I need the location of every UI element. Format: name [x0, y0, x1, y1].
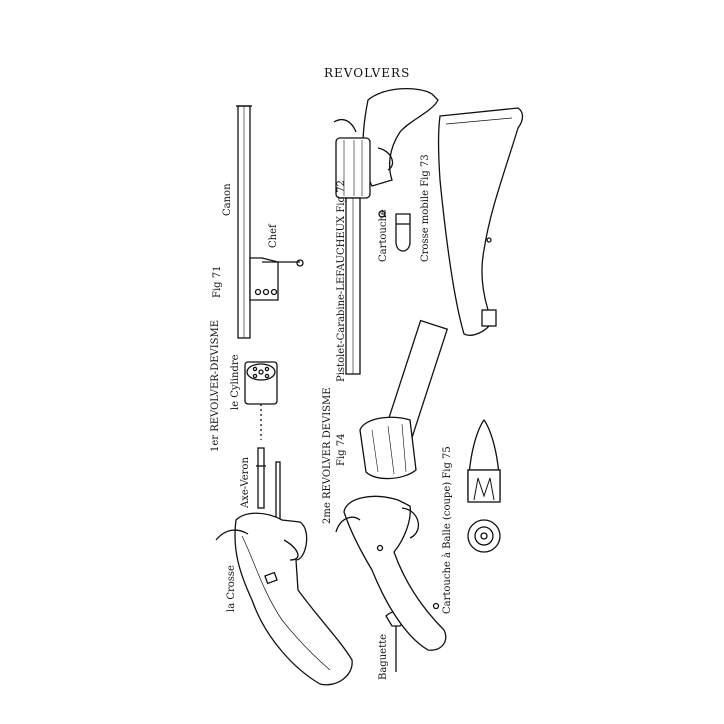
- cylinder-drawing: [244, 361, 278, 440]
- label-revolver-devisme-1: 1er REVOLVER-DEVISME: [210, 319, 221, 452]
- label-baguette: Baguette: [378, 633, 389, 680]
- label-canon: Canon: [222, 183, 233, 216]
- label-chef: Chef: [268, 224, 279, 248]
- label-pistolet-carabine-fig72: Pistolet-Carabine-LEFAUCHEUX Fig 72: [336, 180, 347, 382]
- label-axe-veron: Axe-Veron: [240, 457, 251, 508]
- label-fig71: Fig 71: [212, 265, 223, 298]
- label-cartouche: Cartouche: [378, 209, 389, 262]
- fig75-bullet-section-drawing: [467, 418, 501, 553]
- fig71-barrel-drawing: [236, 105, 304, 339]
- fig73-detachable-stock-drawing: [437, 107, 524, 336]
- label-cylindre: le Cylindre: [230, 354, 241, 410]
- fig74-revolver-drawing: [335, 319, 449, 651]
- revolver-grip-drawing: [215, 512, 353, 686]
- label-crosse-mobile-fig73: Crosse mobile Fig 73: [420, 154, 431, 262]
- label-fig74: Fig 74: [336, 433, 347, 466]
- label-cartouche-balle-fig75: Cartouche à Balle (coupe) Fig 75: [442, 446, 453, 614]
- label-revolver-devisme-2: 2me REVOLVER DEVISME: [322, 387, 333, 524]
- fig72-pistol-carbine-drawing: [333, 87, 439, 375]
- label-la-crosse: la Crosse: [226, 565, 237, 612]
- cartridge-drawing: [395, 213, 411, 252]
- plate-title: REVOLVERS: [324, 66, 411, 80]
